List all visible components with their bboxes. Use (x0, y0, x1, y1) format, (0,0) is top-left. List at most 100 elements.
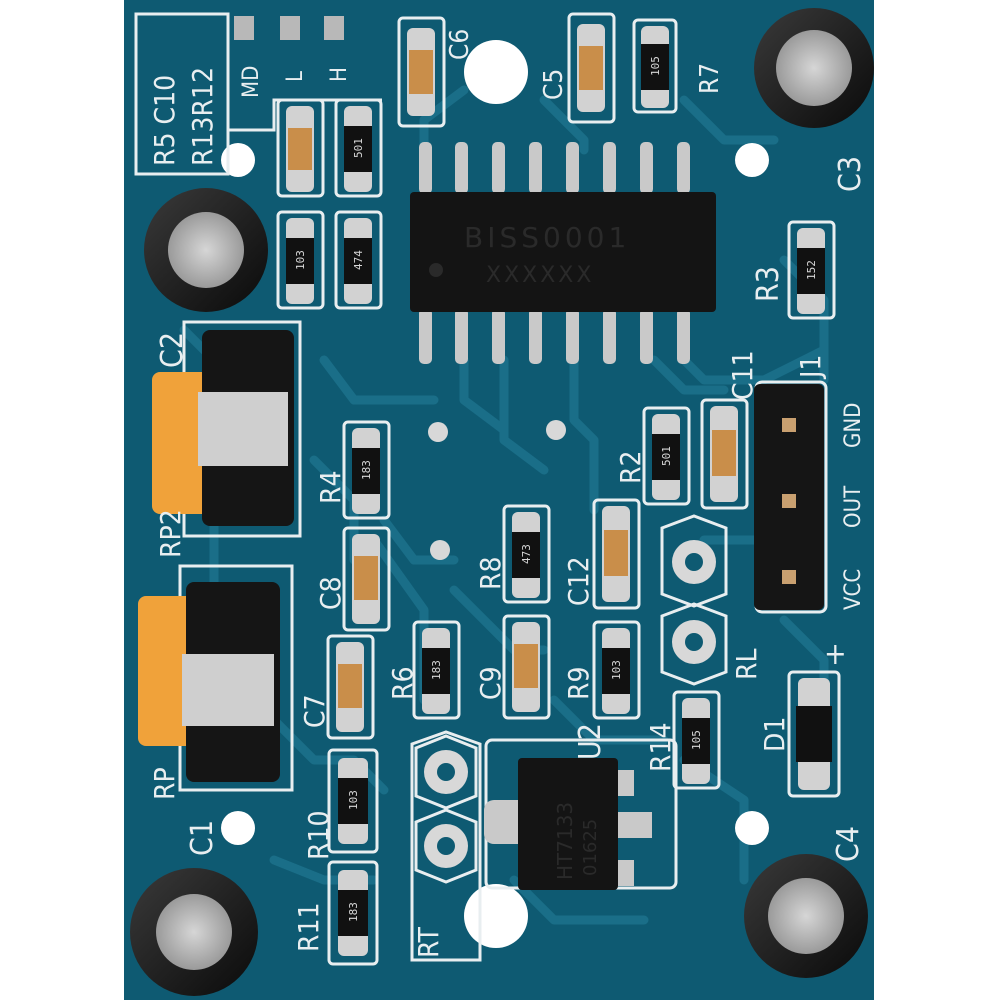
via-hole (735, 811, 769, 845)
capacitor-c10 (286, 106, 314, 192)
mounting-hole (464, 40, 528, 104)
svg-text:105: 105 (649, 56, 662, 76)
jumper-pad-h (324, 16, 344, 40)
label-r7: R7 (695, 63, 725, 94)
resistor-r2: 501 (652, 414, 680, 500)
ic-biss0001: BISS0001 XXXXXX (410, 142, 716, 364)
mounting-hole (464, 884, 528, 948)
label-c6: C6 (445, 29, 475, 60)
label-c9: C9 (474, 666, 507, 700)
svg-text:HT7133: HT7133 (553, 802, 577, 880)
label-rl: RL (730, 648, 763, 680)
capacitor-c5 (577, 24, 605, 112)
silkscreen-outlines (134, 12, 841, 966)
label-d1: D1 (758, 717, 791, 752)
resistor-r10: 103 (338, 758, 368, 844)
header-pin-gnd (782, 418, 796, 432)
potentiometer-rp2 (152, 330, 294, 526)
via-hole (221, 143, 255, 177)
svg-text:501: 501 (660, 446, 673, 466)
label-c5: C5 (539, 69, 569, 100)
label-vcc: VCC (841, 569, 866, 610)
label-c8: C8 (314, 576, 347, 610)
svg-text:183: 183 (430, 660, 443, 680)
ic-body (410, 192, 716, 312)
ic-pin1-dot (429, 263, 443, 277)
resistor-r14: 105 (682, 698, 710, 784)
label-r14: R14 (644, 722, 677, 772)
svg-text:152: 152 (805, 260, 818, 280)
resistor-r3: 152 (797, 228, 825, 314)
resistor-r6: 183 (422, 628, 450, 714)
via-hole (221, 811, 255, 845)
svg-text:103: 103 (610, 660, 623, 680)
label-r6: R6 (386, 666, 419, 700)
capacitor-c9 (512, 622, 540, 712)
label-c1: C1 (185, 820, 220, 856)
label-r11: R11 (292, 902, 325, 952)
label-out: OUT (841, 485, 866, 528)
label-md: MD (239, 66, 264, 98)
silkscreen-labels: R5 C10 R13R12 MD L H C6 C5 R7 C3 R3 C2 C… (148, 29, 868, 958)
jumper-pad-l (280, 16, 300, 40)
resistor-r8: 473 (512, 512, 540, 598)
resistor-r11: 183 (338, 870, 368, 956)
ic-pins-top (419, 142, 690, 194)
ic-marking-line1: BISS0001 (464, 221, 630, 254)
svg-text:103: 103 (347, 790, 360, 810)
label-c7: C7 (298, 694, 331, 728)
via (428, 422, 448, 442)
jumper-pad-md (234, 16, 254, 40)
label-r2: R2 (614, 450, 647, 484)
svg-text:183: 183 (347, 902, 360, 922)
resistor-r12: 474 (344, 218, 372, 304)
label-c2: C2 (155, 332, 190, 368)
capacitor-c12 (602, 506, 630, 602)
resistor-r9: 103 (602, 628, 630, 714)
svg-text:183: 183 (360, 460, 373, 480)
capacitor-c6 (407, 28, 435, 116)
label-r3: R3 (751, 266, 786, 302)
electrolytic-capacitor-c4 (744, 854, 868, 978)
svg-text:501: 501 (352, 138, 365, 158)
label-c4: C4 (831, 826, 866, 862)
resistor-r4: 183 (352, 428, 380, 514)
label-r8: R8 (474, 556, 507, 590)
label-r9: R9 (562, 666, 595, 700)
svg-text:105: 105 (690, 730, 703, 750)
label-plus: + (824, 637, 847, 672)
via (546, 420, 566, 440)
label-c12: C12 (562, 556, 595, 606)
label-r13-r12: R13R12 (186, 67, 219, 166)
label-j1: J1 (794, 355, 827, 380)
label-h: H (327, 67, 352, 82)
label-r10: R10 (302, 810, 335, 860)
svg-text:473: 473 (520, 544, 533, 564)
label-rp2: RP2 (154, 509, 187, 558)
capacitor-c8 (352, 534, 380, 624)
via (430, 540, 450, 560)
pcb-board: BISS0001 XXXXXX 105 501 (124, 0, 874, 1000)
svg-text:103: 103 (294, 250, 307, 270)
label-u2: U2 (573, 723, 608, 760)
header-j1 (754, 384, 824, 610)
resistor-r7: 105 (641, 26, 669, 108)
potentiometer-rp (138, 582, 280, 782)
label-r5-c10: R5 C10 (148, 75, 181, 166)
label-c11: C11 (726, 350, 759, 400)
label-rt: RT (412, 927, 445, 958)
resistor-r13: 103 (286, 218, 314, 304)
via-hole (735, 143, 769, 177)
label-l: L (283, 71, 308, 82)
regulator-u2: HT7133 01625 (484, 758, 652, 890)
capacitor-c7 (336, 642, 364, 732)
electrolytic-capacitor-c1 (130, 868, 258, 996)
ic-marking-line2: XXXXXX (486, 263, 594, 288)
label-c3: C3 (833, 156, 868, 192)
svg-text:01625: 01625 (580, 819, 601, 876)
mode-jumper-pads (234, 16, 344, 40)
electrolytic-capacitor-c2 (144, 188, 268, 312)
diode-d1 (796, 678, 832, 790)
capacitor-c11 (710, 406, 738, 502)
ic-pins-bottom (419, 308, 690, 364)
